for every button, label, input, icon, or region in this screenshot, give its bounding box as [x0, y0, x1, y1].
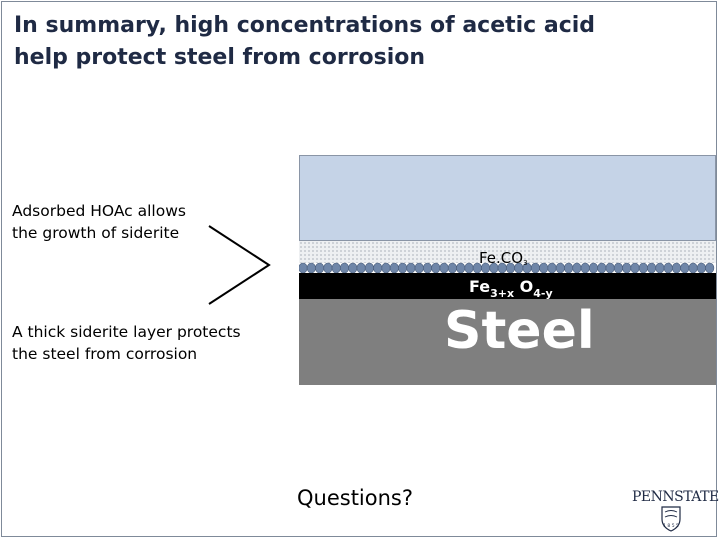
- hoac-molecule: [414, 262, 424, 274]
- hoac-molecule: [705, 262, 715, 274]
- hoac-molecule: [564, 262, 574, 274]
- point-2-line-1: A thick siderite layer protects: [12, 323, 241, 341]
- hoac-molecule: [389, 262, 399, 274]
- hoac-molecule: [547, 262, 557, 274]
- hoac-molecule: [299, 262, 308, 274]
- hoac-molecule: [696, 262, 706, 274]
- hoac-molecule: [688, 262, 698, 274]
- title-line-2: help protect steel from corrosion: [14, 45, 426, 70]
- hoac-molecule: [406, 262, 416, 274]
- hoac-molecule: [373, 262, 383, 274]
- hoac-molecule: [588, 262, 598, 274]
- point-1-line-2: the growth of siderite: [12, 224, 180, 242]
- hoac-molecule: [580, 262, 590, 274]
- hoac-molecule: [671, 262, 681, 274]
- greater-than-chevron-icon: [208, 225, 271, 305]
- questions-text: Questions?: [297, 486, 414, 510]
- hoac-molecule: [597, 262, 607, 274]
- shield-icon: 1 8 5 5: [661, 506, 681, 532]
- hoac-molecule: [638, 262, 648, 274]
- hoac-molecule: [464, 262, 474, 274]
- point-thick-siderite: A thick siderite layer protects the stee…: [12, 321, 241, 365]
- hoac-molecule: [630, 262, 640, 274]
- hoac-molecule: [655, 262, 665, 274]
- hoac-molecule: [339, 262, 349, 274]
- steel-label: Steel: [444, 301, 595, 361]
- hoac-molecule: [439, 262, 449, 274]
- hoac-molecule: [323, 262, 333, 274]
- slide-title: In summary, high concentrations of aceti…: [14, 10, 614, 74]
- hoac-molecule: [613, 262, 623, 274]
- oxide-label: Fe3+x O4-y: [469, 277, 553, 300]
- siderite-layer: [299, 241, 716, 263]
- acetic-acid-solution-layer: [299, 155, 716, 241]
- hoac-molecule: [306, 262, 316, 274]
- hoac-molecule: [348, 262, 358, 274]
- hoac-molecule: [680, 262, 690, 274]
- hoac-molecule: [431, 262, 441, 274]
- hoac-molecule: [572, 262, 582, 274]
- hoac-molecule: [364, 262, 374, 274]
- hoac-molecule: [555, 262, 565, 274]
- logo-wordmark: PENNSTATE: [632, 489, 719, 505]
- hoac-molecule: [530, 262, 540, 274]
- hoac-molecule: [398, 262, 408, 274]
- adsorbed-hoac-molecules: [299, 262, 715, 274]
- hoac-molecule: [605, 262, 615, 274]
- hoac-molecule: [315, 262, 325, 274]
- hoac-molecule: [647, 262, 657, 274]
- hoac-molecule: [539, 262, 549, 274]
- corrosion-layer-diagram: Fe.CO3 Fe3+x O4-y Steel: [299, 155, 716, 385]
- pennstate-logo: PENNSTATE 1 8 5 5: [632, 489, 719, 533]
- hoac-molecule: [331, 262, 341, 274]
- siderite-label: Fe.CO3: [479, 249, 528, 267]
- point-1-line-1: Adsorbed HOAc allows: [12, 202, 186, 220]
- hoac-molecule: [456, 262, 466, 274]
- point-adsorbed-hoac: Adsorbed HOAc allows the growth of sider…: [12, 200, 186, 244]
- point-2-line-2: the steel from corrosion: [12, 345, 198, 363]
- hoac-molecule: [381, 262, 391, 274]
- hoac-molecule: [663, 262, 673, 274]
- iron-oxide-layer: [299, 273, 716, 299]
- hoac-molecule: [622, 262, 632, 274]
- title-line-1: In summary, high concentrations of aceti…: [14, 13, 596, 38]
- svg-text:1 8 5 5: 1 8 5 5: [663, 523, 679, 529]
- hoac-molecule: [423, 262, 433, 274]
- steel-layer: [299, 299, 716, 385]
- hoac-molecule: [356, 262, 366, 274]
- hoac-molecule: [447, 262, 457, 274]
